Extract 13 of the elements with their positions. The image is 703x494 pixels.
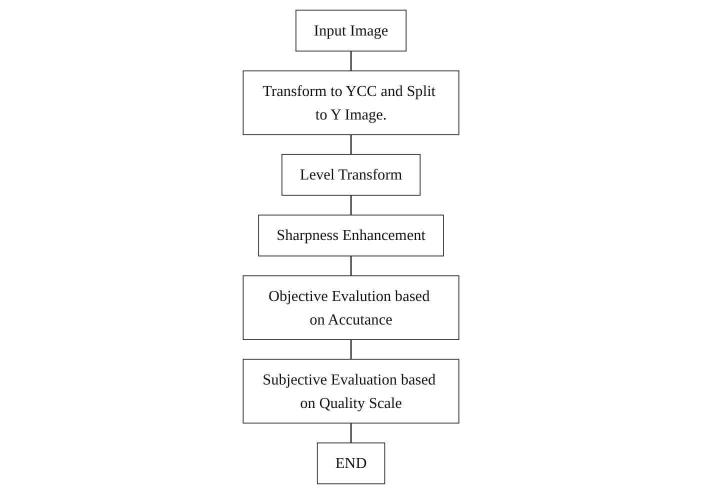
node-box: Subjective Evaluation based on Quality Scale [243, 358, 460, 424]
node-box: Transform to YCC and Split to Y Image. [243, 70, 460, 136]
connector [350, 195, 352, 216]
connector [350, 256, 352, 276]
node-box: Sharpness Enhancement [258, 214, 444, 256]
connector [350, 340, 352, 360]
connector [350, 134, 352, 154]
node-box: Objective Evalution based on Accutance [243, 275, 460, 340]
node-box: Input Image [296, 10, 408, 52]
node-box: END [317, 442, 386, 484]
connector [350, 423, 352, 443]
connector [350, 51, 352, 71]
node-box: Level Transform [282, 154, 422, 196]
